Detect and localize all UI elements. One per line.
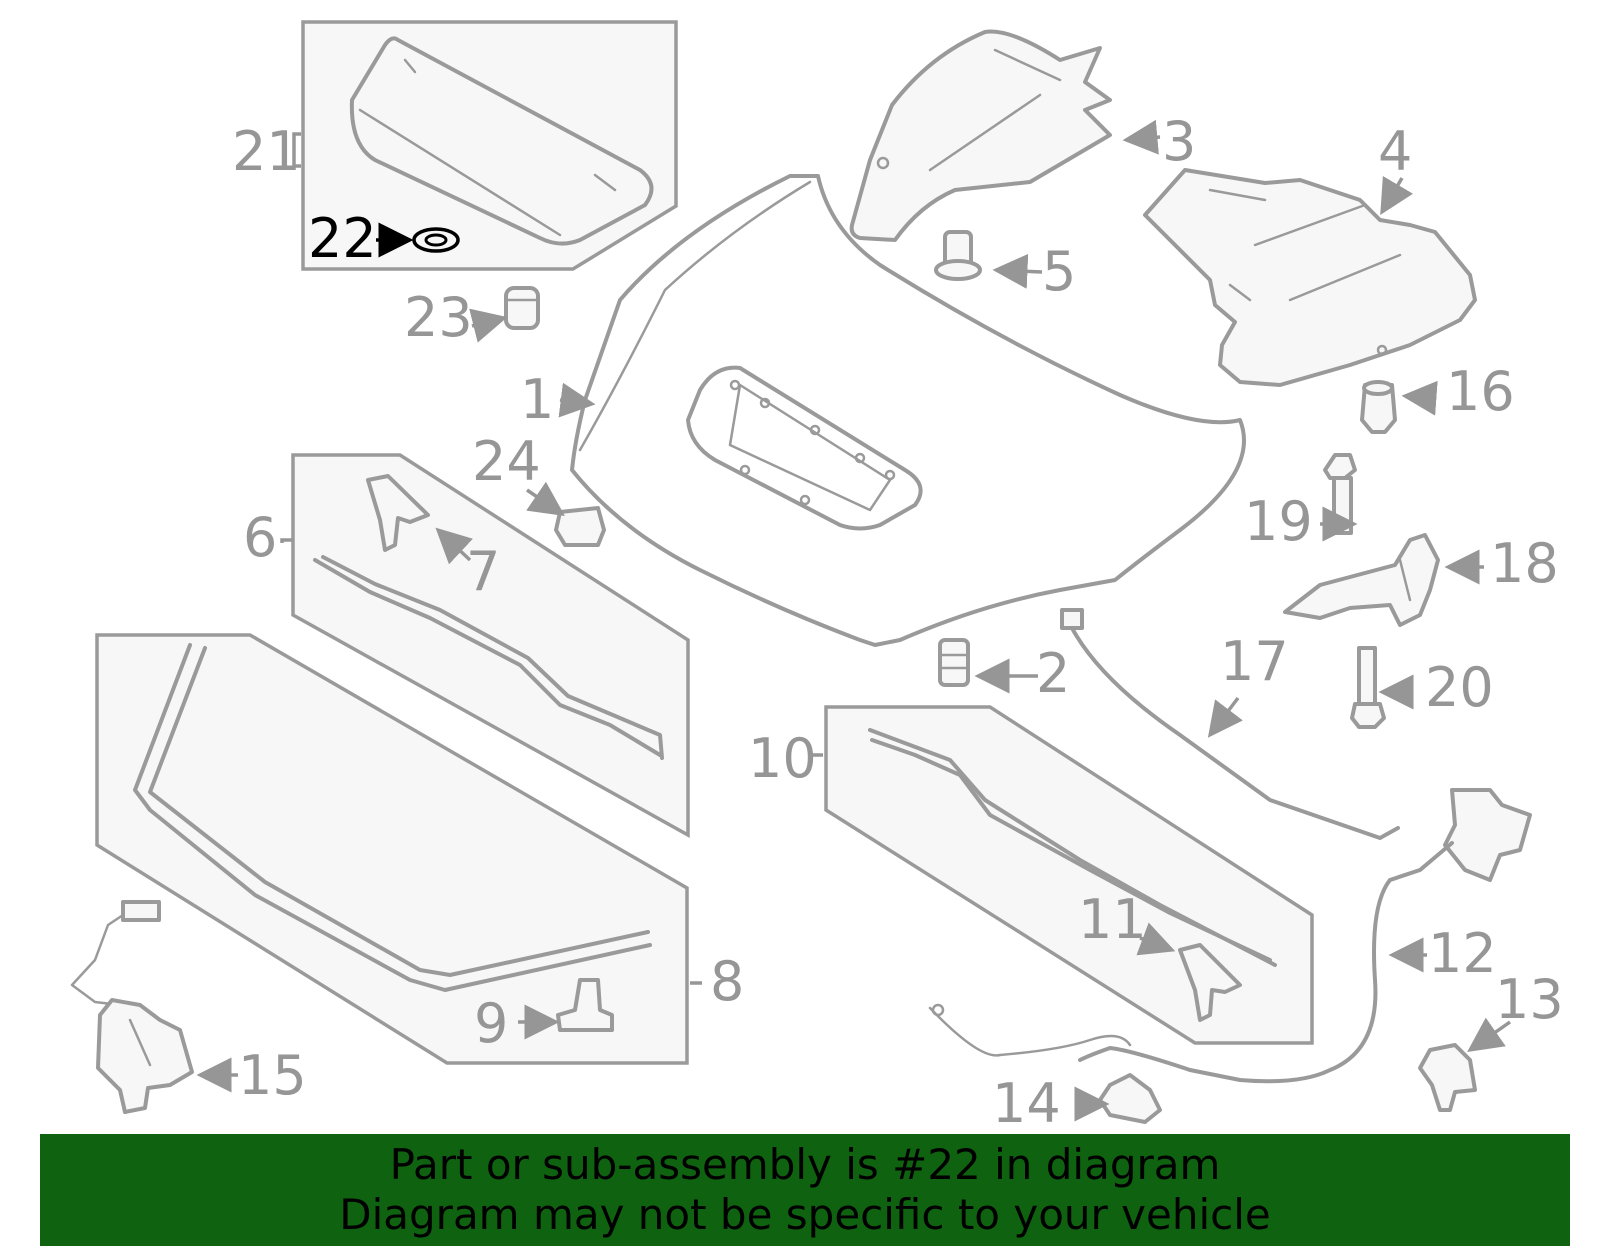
callout-12: 12: [1428, 922, 1497, 985]
callout-9: 9: [474, 992, 508, 1055]
stopper-part-2: [938, 638, 970, 687]
bolt-part-20: [1350, 646, 1386, 729]
hood-part-1: [570, 174, 1246, 647]
cable-part-12: [1078, 788, 1532, 1084]
panel-part-4: [1143, 168, 1477, 387]
callout-box-21: [301, 20, 678, 271]
callout-10: 10: [748, 727, 817, 790]
callout-13: 13: [1495, 968, 1564, 1031]
washer-part-22: [412, 227, 460, 253]
callout-7: 7: [466, 540, 500, 603]
callout-15: 15: [238, 1044, 307, 1107]
banner-line-part-number: Part or sub-assembly is #22 in diagram: [389, 1140, 1221, 1189]
callout-5: 5: [1042, 240, 1076, 303]
callout-23: 23: [404, 286, 473, 349]
plug-part-23: [504, 286, 540, 330]
latch-part-15: [70, 900, 194, 1114]
callout-box-6: [291, 453, 690, 838]
bumper-part-16: [1360, 380, 1397, 434]
callout-20: 20: [1425, 656, 1494, 719]
banner-line-disclaimer: Diagram may not be specific to your vehi…: [339, 1190, 1271, 1239]
callout-4: 4: [1378, 120, 1412, 183]
info-banner: Part or sub-assembly is #22 in diagram D…: [40, 1134, 1570, 1246]
bolt-part-19: [1323, 453, 1357, 535]
callout-16: 16: [1446, 360, 1515, 423]
clip-part-13: [1418, 1043, 1477, 1112]
bracket-part-18: [1283, 533, 1440, 627]
callout-19: 19: [1244, 490, 1313, 553]
callout-21: 21: [232, 120, 301, 183]
callout-17: 17: [1220, 630, 1289, 693]
callout-6: 6: [243, 506, 277, 569]
callout-8: 8: [710, 950, 744, 1013]
insulator-part-3: [849, 29, 1112, 242]
release-cable-part-17: [1060, 608, 1400, 840]
clip-part-5: [934, 230, 982, 281]
callout-3: 3: [1162, 110, 1196, 173]
leader-lines: [196, 119, 1512, 1122]
callout-14: 14: [992, 1072, 1061, 1135]
callout-22-highlighted: 22: [308, 207, 377, 270]
cap-part-24: [554, 506, 606, 547]
callout-11: 11: [1078, 888, 1147, 951]
callout-box-10: [824, 705, 1314, 1045]
lever-part-14: [928, 1003, 1162, 1124]
callout-1: 1: [520, 368, 554, 431]
callout-box-8: [95, 633, 689, 1065]
callout-2: 2: [1036, 642, 1070, 705]
callout-18: 18: [1490, 532, 1559, 595]
callout-24: 24: [472, 430, 541, 493]
